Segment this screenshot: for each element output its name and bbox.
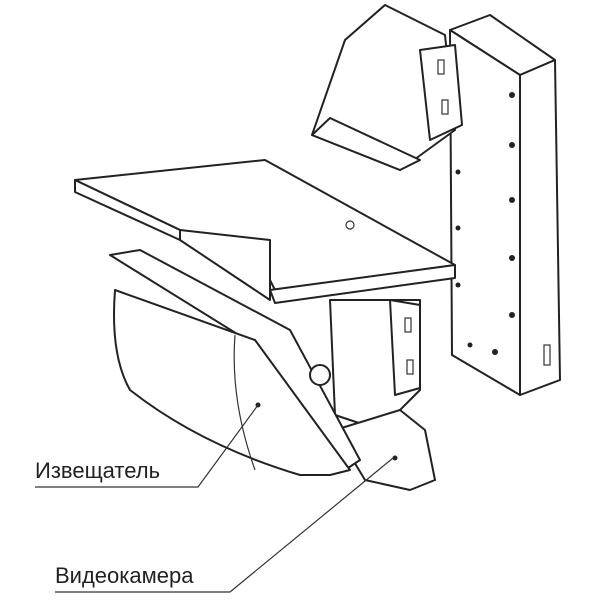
leader-lines [35, 404, 394, 593]
platform [74, 159, 456, 304]
detector-label: Извещатель [35, 458, 161, 483]
upper-brace [311, 4, 463, 171]
camera-label: Видеокамера [55, 563, 194, 588]
detector [109, 249, 361, 476]
mounting-post [449, 14, 561, 396]
lower-brace [329, 299, 421, 431]
camera [334, 409, 436, 491]
